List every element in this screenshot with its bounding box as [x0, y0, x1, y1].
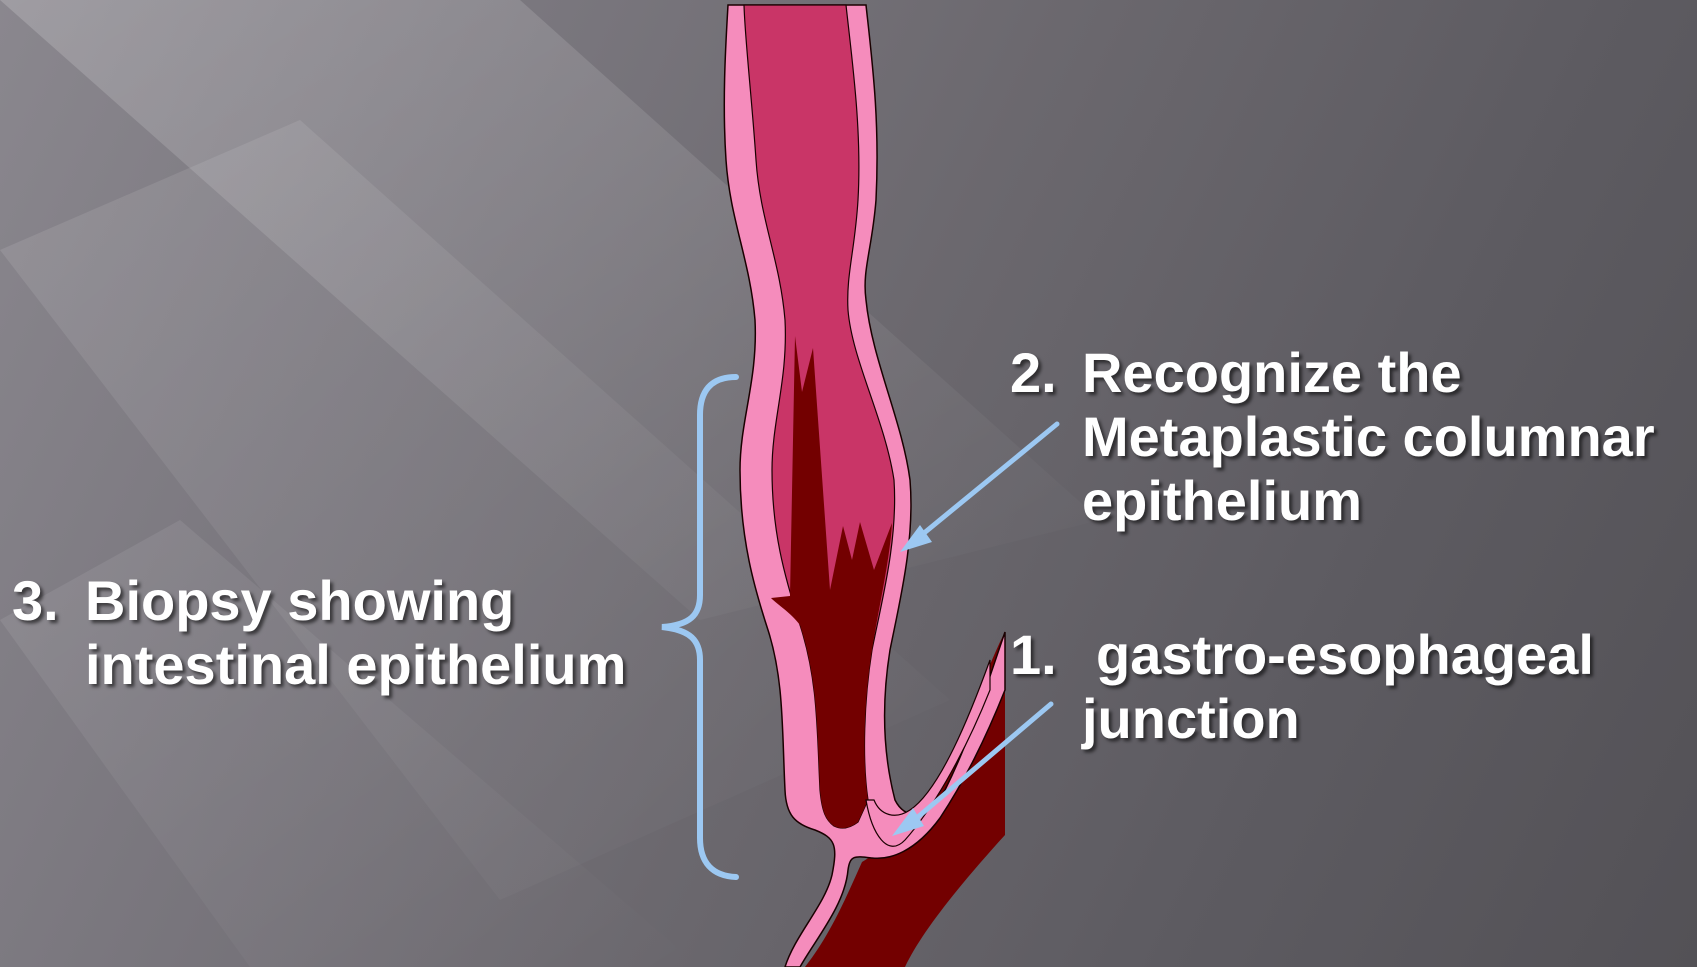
label-line: junction [1082, 687, 1594, 751]
label-number: 3. [12, 569, 59, 633]
label-line: intestinal epithelium [85, 633, 626, 697]
label-number: 1. [1010, 623, 1057, 687]
label-line: epithelium [1082, 469, 1655, 533]
label-line: Recognize the [1082, 341, 1655, 405]
label-line: gastro-esophageal [1082, 623, 1594, 687]
label-number: 2. [1010, 341, 1057, 405]
label-line: Metaplastic columnar [1082, 405, 1655, 469]
label-line: Biopsy showing [85, 569, 626, 633]
